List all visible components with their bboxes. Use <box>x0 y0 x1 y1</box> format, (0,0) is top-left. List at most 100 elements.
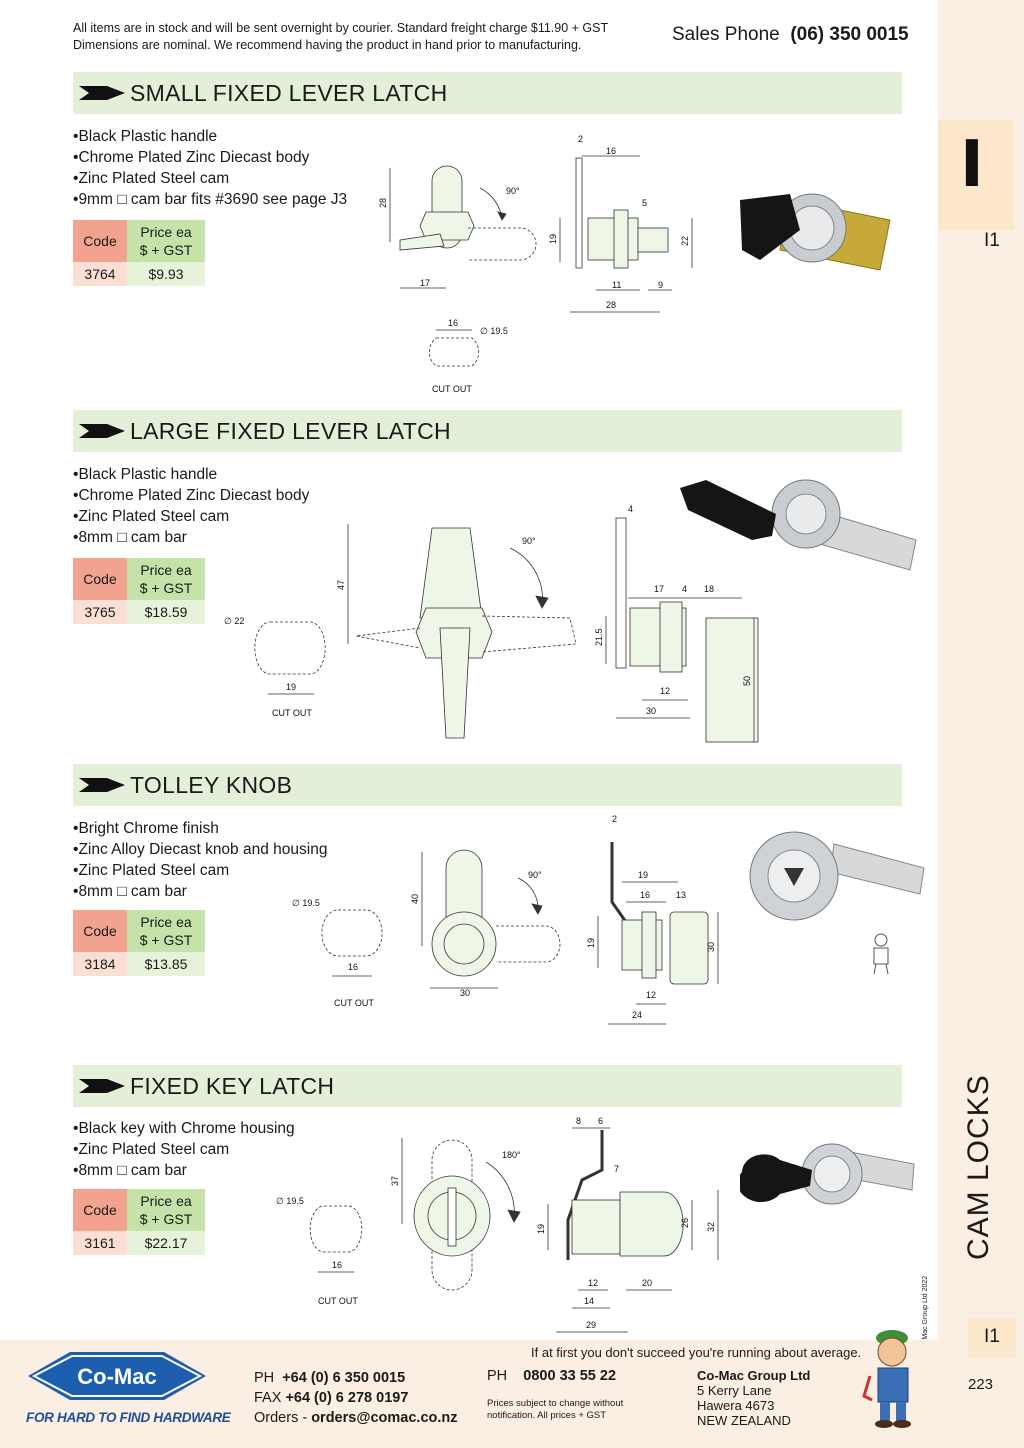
price-header: Price ea$ + GST <box>127 1189 205 1231</box>
feature-list: Black Plastic handle Chrome Plated Zinc … <box>73 126 347 210</box>
svg-text:19: 19 <box>286 682 296 692</box>
feature-item: 8mm □ cam bar <box>73 881 327 902</box>
phone-number: +64 (0) 6 350 0015 <box>282 1370 406 1386</box>
svg-text:9: 9 <box>658 280 663 290</box>
svg-text:28: 28 <box>606 300 616 310</box>
svg-text:40: 40 <box>410 894 420 904</box>
svg-text:5: 5 <box>642 198 647 208</box>
svg-text:19: 19 <box>548 234 558 244</box>
svg-text:14: 14 <box>584 1296 594 1306</box>
svg-text:17: 17 <box>654 584 664 594</box>
section-tab[interactable] <box>938 120 1014 230</box>
feature-item: Chrome Plated Zinc Diecast body <box>73 485 309 506</box>
arrow-icon <box>79 86 125 100</box>
freephone-number: 0800 33 55 22 <box>523 1368 617 1384</box>
bottom-section-tab[interactable]: I1 <box>968 1318 1016 1358</box>
feature-item: 8mm □ cam bar <box>73 1160 295 1181</box>
fax-number: +64 (0) 6 278 0197 <box>285 1390 409 1406</box>
feature-list: Black Plastic handle Chrome Plated Zinc … <box>73 464 309 548</box>
price-header: Price ea$ + GST <box>127 220 205 262</box>
section-title: FIXED KEY LATCH <box>130 1073 335 1099</box>
section-bar-large-fixed-lever-latch: LARGE FIXED LEVER LATCH <box>73 410 902 452</box>
product-price: $18.59 <box>127 600 205 624</box>
svg-text:17: 17 <box>420 278 430 288</box>
feature-item: Zinc Plated Steel cam <box>73 860 327 881</box>
feature-item: Zinc Plated Steel cam <box>73 168 347 189</box>
freephone: PH 0800 33 55 22 <box>487 1368 617 1384</box>
feature-item: Zinc Plated Steel cam <box>73 506 309 527</box>
product-price: $22.17 <box>127 1231 205 1255</box>
orders-email-link[interactable]: orders@comac.co.nz <box>311 1410 458 1426</box>
feature-item: Black key with Chrome housing <box>73 1118 294 1139</box>
svg-text:8: 8 <box>576 1116 581 1126</box>
svg-text:CUT OUT: CUT OUT <box>272 708 312 718</box>
technical-drawing-fixed-key-latch: ∅ 19.5 16 CUT OUT 37 180° 8 6 7 19 26 32… <box>276 1116 719 1333</box>
svg-text:16: 16 <box>348 962 358 972</box>
svg-text:19: 19 <box>536 1224 546 1234</box>
footer-slogan: If at first you don't succeed you're run… <box>531 1345 862 1360</box>
footer-tagline: FOR HARD TO FIND HARDWARE <box>26 1410 231 1425</box>
code-header: Code <box>73 558 127 600</box>
feature-item: Bright Chrome finish <box>73 818 327 839</box>
sales-phone: Sales Phone (06) 350 0015 <box>672 24 909 46</box>
price-table: Code Price ea$ + GST 3765$18.59 <box>73 558 205 624</box>
svg-text:CUT OUT: CUT OUT <box>334 998 374 1008</box>
section-letter: I <box>960 128 984 202</box>
svg-text:22: 22 <box>680 236 690 246</box>
arrow-icon <box>79 1079 125 1093</box>
svg-text:30: 30 <box>460 988 470 998</box>
product-code: 3765 <box>73 600 127 624</box>
feature-item: Black Plastic handle <box>73 464 309 485</box>
section-bar-tolley-knob: TOLLEY KNOB <box>73 764 902 806</box>
svg-text:∅ 19.5: ∅ 19.5 <box>292 898 320 908</box>
product-code: 3184 <box>73 952 127 976</box>
svg-text:4: 4 <box>628 504 633 514</box>
sidebar <box>938 0 1024 1448</box>
contact-block: PH +64 (0) 6 350 0015 FAX +64 (0) 6 278 … <box>254 1370 458 1426</box>
svg-text:180°: 180° <box>502 1150 521 1160</box>
feature-item: 9mm □ cam bar fits #3690 see page J3 <box>73 189 347 210</box>
technical-drawing-large-latch: ∅ 22 19 CUT OUT 47 90° 4 17 4 18 21.5 12… <box>224 504 759 743</box>
price-table: Code Price ea$ + GST 3184$13.85 <box>73 910 205 976</box>
feature-item: 8mm □ cam bar <box>73 527 309 548</box>
svg-text:∅ 19.5: ∅ 19.5 <box>276 1196 304 1206</box>
product-code: 3161 <box>73 1231 127 1255</box>
co-mac-logo[interactable]: Co-Mac <box>24 1344 210 1408</box>
feature-item: Chrome Plated Zinc Diecast body <box>73 147 347 168</box>
price-note: Prices subject to change without notific… <box>487 1398 624 1421</box>
svg-text:90°: 90° <box>506 186 520 196</box>
svg-text:28: 28 <box>378 198 388 208</box>
svg-text:CUT OUT: CUT OUT <box>432 384 472 394</box>
svg-text:24: 24 <box>632 1010 642 1020</box>
svg-text:2: 2 <box>578 134 583 144</box>
price-table: Code Price ea$ + GST 3161$22.17 <box>73 1189 205 1255</box>
price-header: Price ea$ + GST <box>127 558 205 600</box>
svg-text:4: 4 <box>682 584 687 594</box>
product-price: $13.85 <box>127 952 205 976</box>
svg-text:16: 16 <box>606 146 616 156</box>
svg-text:19: 19 <box>638 870 648 880</box>
feature-item: Zinc Plated Steel cam <box>73 1139 295 1160</box>
svg-text:26: 26 <box>680 1218 690 1228</box>
company-address: Co-Mac Group Ltd 5 Kerry Lane Hawera 467… <box>697 1368 811 1428</box>
section-code: I1 <box>984 230 1000 251</box>
feature-item: Zinc Alloy Diecast knob and housing <box>73 839 327 860</box>
svg-text:90°: 90° <box>522 536 536 546</box>
svg-text:7: 7 <box>614 1164 619 1174</box>
svg-text:30: 30 <box>706 942 716 952</box>
notice-line-2: Dimensions are nominal. We recommend hav… <box>73 38 582 52</box>
code-header: Code <box>73 220 127 262</box>
svg-text:50: 50 <box>742 676 752 686</box>
svg-text:∅ 19.5: ∅ 19.5 <box>480 326 508 336</box>
svg-text:29: 29 <box>586 1320 596 1330</box>
arrow-icon <box>79 424 125 438</box>
svg-text:CUT OUT: CUT OUT <box>318 1296 358 1306</box>
product-code: 3764 <box>73 262 127 286</box>
svg-text:12: 12 <box>646 990 656 1000</box>
svg-text:21.5: 21.5 <box>594 628 604 646</box>
svg-text:16: 16 <box>448 318 458 328</box>
svg-text:∅ 22: ∅ 22 <box>224 616 244 626</box>
product-photo-tolley-knob <box>749 831 925 921</box>
feature-item: Black Plastic handle <box>73 126 347 147</box>
feature-list: Black key with Chrome housing Zinc Plate… <box>73 1118 295 1181</box>
